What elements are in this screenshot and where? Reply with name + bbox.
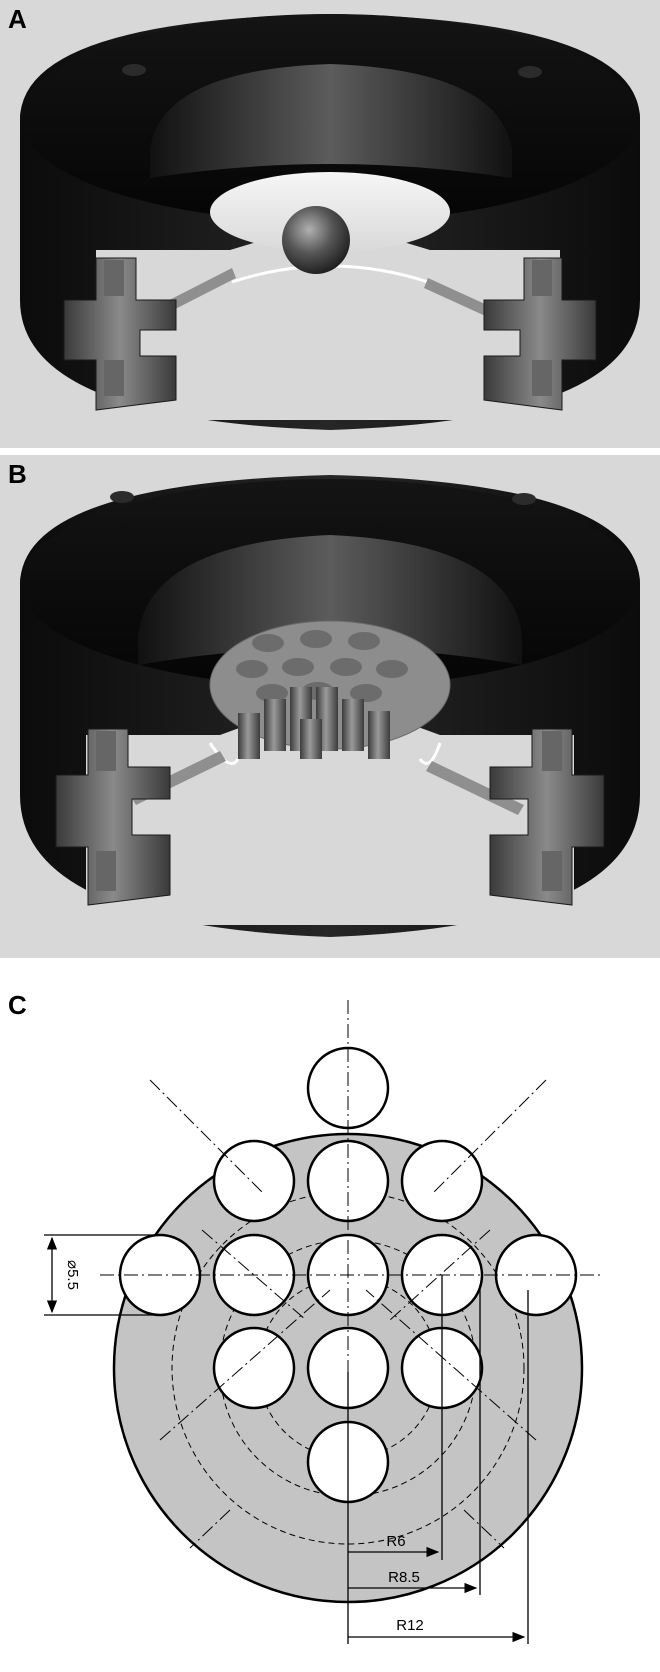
pin-right-bottom (542, 851, 562, 891)
dimension-r8-5-label: R8.5 (388, 1569, 420, 1586)
pin-left-top (96, 731, 116, 771)
rod-right (426, 761, 524, 815)
radius-dimensions (347, 1275, 529, 1644)
panel-label-a: A (8, 4, 27, 34)
dimension-r6-label: R6 (386, 1533, 405, 1550)
diameter-dimension (44, 1234, 160, 1316)
dimension-r12-label: R12 (396, 1617, 424, 1634)
panel-label-c: C (8, 990, 27, 1020)
pin-right-bottom (532, 360, 552, 396)
pin-left-top (104, 260, 124, 296)
dimension-diameter-label: ⌀5.5 (64, 1260, 81, 1290)
technical-drawing: ⌀5.5 R6 R8.5 R12 (44, 1000, 600, 1644)
cross-section-right (483, 257, 597, 411)
holder-inner-ring (150, 64, 512, 178)
bolt-hole (110, 491, 134, 503)
cup-rim-left (208, 742, 240, 765)
panel-b: B (0, 455, 660, 958)
pin-left-bottom (96, 851, 116, 891)
cross-section-right (489, 728, 605, 906)
pin-right-top (532, 260, 552, 296)
holder-render-a (20, 14, 640, 430)
sample-cylinders (238, 687, 390, 759)
cross-section-left (55, 728, 171, 906)
pin-right-top (542, 731, 562, 771)
bolt-hole (518, 66, 542, 78)
cutaway-opening (86, 695, 574, 925)
holder-inner-ring (138, 535, 522, 665)
sphere-sample (282, 206, 350, 274)
cutaway-opening (96, 220, 560, 420)
cross-section-left (63, 257, 177, 411)
panel-a: A (0, 0, 660, 448)
panel-c: C (0, 958, 660, 1667)
bolt-hole (122, 64, 146, 76)
cup-rim-right (418, 742, 442, 765)
bolt-hole (512, 493, 536, 505)
pin-left-bottom (104, 360, 124, 396)
panel-label-b: B (8, 459, 27, 489)
holder-render-b (20, 475, 640, 937)
